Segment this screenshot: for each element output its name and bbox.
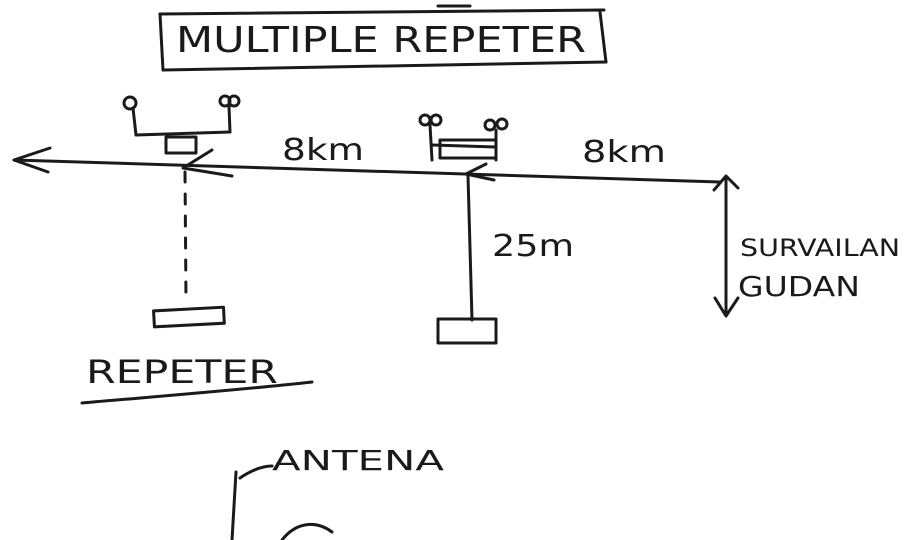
distance-right-label: 8km bbox=[582, 135, 666, 170]
antenna-label: ANTENA bbox=[272, 444, 444, 477]
left-arrowhead bbox=[12, 146, 52, 174]
left-repeater-box bbox=[164, 135, 198, 155]
left-repeater-junction bbox=[181, 148, 234, 178]
title-box bbox=[158, 8, 608, 72]
surveillance-down-arrowhead bbox=[713, 296, 740, 318]
center-repeater-box bbox=[438, 138, 498, 160]
left-repeater-antennas bbox=[122, 94, 241, 137]
antenna-detail-line bbox=[230, 470, 238, 540]
distance-left-label: 8km bbox=[282, 133, 364, 168]
repeater-label: REPETER bbox=[86, 353, 278, 391]
antenna-leader-line bbox=[238, 464, 274, 480]
endpoint-arrowhead bbox=[712, 174, 740, 192]
mast-line bbox=[466, 174, 474, 322]
mast-height-label: 25m bbox=[492, 229, 574, 264]
antenna-partial-shape bbox=[280, 523, 334, 540]
backbone-line bbox=[12, 158, 722, 184]
surveillance-label-line2: GUDAN bbox=[738, 270, 860, 303]
repeater-underline bbox=[80, 380, 314, 405]
center-repeater-antennas bbox=[418, 113, 509, 162]
surveillance-label: SURVAILAN bbox=[740, 234, 900, 262]
repeater-link-dashed bbox=[183, 170, 188, 302]
ground-repeater-box bbox=[152, 305, 226, 329]
mast-base-box bbox=[436, 317, 498, 345]
diagram-title: MULTIPLE REPETER bbox=[176, 20, 586, 61]
center-junction-mark bbox=[464, 162, 496, 182]
